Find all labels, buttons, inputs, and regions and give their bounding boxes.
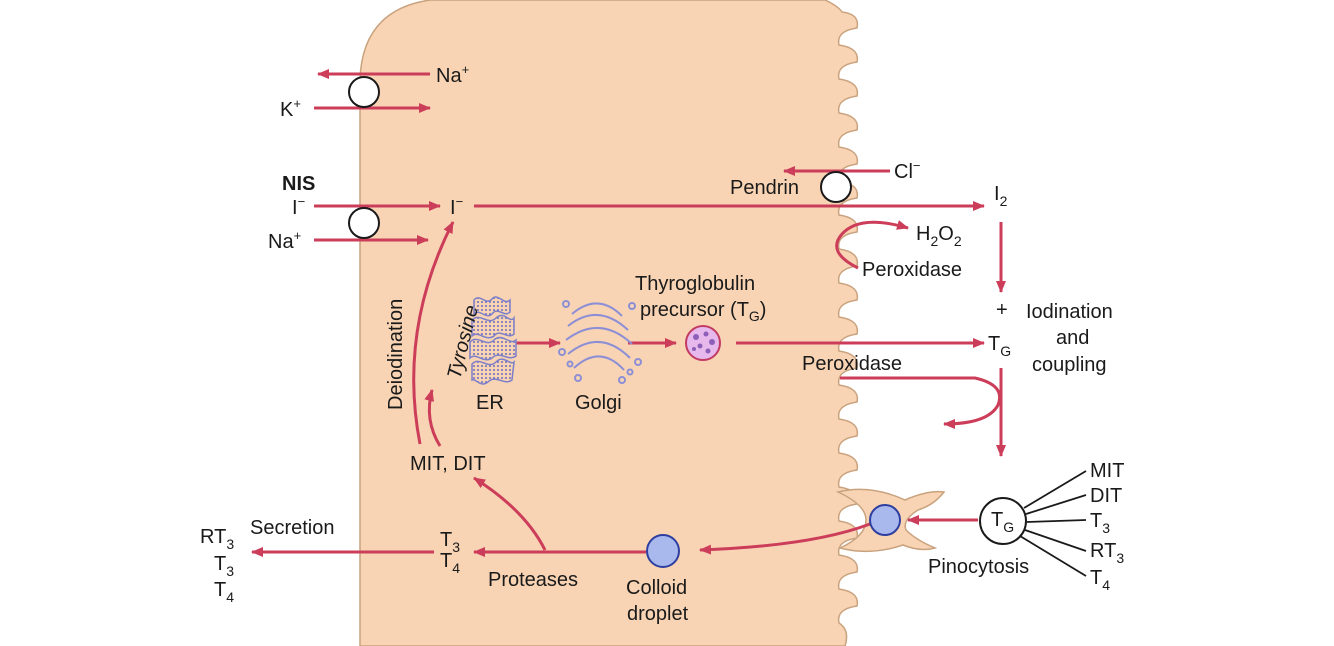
label-deiodination: Deiodination xyxy=(385,299,407,410)
label-h2o2: H2O2 xyxy=(916,223,962,249)
label-cl: Cl− xyxy=(894,158,920,183)
nis-transporter xyxy=(348,207,380,239)
label-t3-mid: T3 xyxy=(440,529,460,555)
label-i-inside: I− xyxy=(450,194,463,219)
label-rt3-out: RT3 xyxy=(200,526,234,552)
peroxidase-curve-arrow xyxy=(840,376,1002,429)
h2o2-curve-arrow xyxy=(835,220,909,270)
label-er: ER xyxy=(476,392,504,414)
label-tg-precursor-line2: precursor (TG) xyxy=(640,299,766,324)
label-plus: + xyxy=(996,299,1008,321)
label-mit: MIT xyxy=(1090,460,1124,482)
label-and: and xyxy=(1056,327,1089,349)
pendrin-transporter xyxy=(820,171,852,203)
label-dit: DIT xyxy=(1090,485,1122,507)
label-colloid: Colloid xyxy=(626,577,687,599)
label-rt3-right: RT3 xyxy=(1090,540,1124,566)
mit-dit-release-arrow xyxy=(473,476,547,551)
label-golgi: Golgi xyxy=(575,392,622,414)
tg-colloid-node xyxy=(979,470,1087,577)
golgi-icon xyxy=(558,300,642,384)
label-proteases: Proteases xyxy=(488,569,578,591)
follicular-cell xyxy=(359,0,859,646)
label-coupling: coupling xyxy=(1032,354,1107,376)
label-nis: NIS xyxy=(282,173,315,195)
label-i-left: I− xyxy=(292,194,305,219)
label-t3-out: T3 xyxy=(214,553,234,579)
label-k: K+ xyxy=(280,96,301,121)
label-tg-right: TG xyxy=(988,333,1011,359)
label-secretion: Secretion xyxy=(250,517,335,539)
label-pinocytosis: Pinocytosis xyxy=(928,556,1029,578)
label-na-top: Na+ xyxy=(436,62,469,87)
na-k-pump xyxy=(348,76,380,108)
thyroglobulin-granule xyxy=(685,325,721,361)
label-i2: I2 xyxy=(994,183,1008,209)
droplet-transport-arrow xyxy=(699,522,871,555)
label-pendrin: Pendrin xyxy=(730,177,799,199)
er-icon xyxy=(469,296,517,385)
label-mit-dit: MIT, DIT xyxy=(410,453,486,475)
label-tg-precursor-line1: Thyroglobulin xyxy=(635,273,755,295)
label-t3-right: T3 xyxy=(1090,510,1110,536)
tyrosine-arrow xyxy=(424,389,442,447)
label-t4-mid: T4 xyxy=(440,550,460,576)
label-t4-out: T4 xyxy=(214,579,234,605)
deiodination-arrow xyxy=(412,221,455,445)
label-na-mid: Na+ xyxy=(268,228,301,253)
label-tg-circle: TG xyxy=(991,509,1014,535)
label-iodination: Iodination xyxy=(1026,301,1113,323)
pinocytic-droplet xyxy=(869,504,901,536)
label-peroxidase-top: Peroxidase xyxy=(862,259,962,281)
label-peroxidase-mid: Peroxidase xyxy=(802,353,902,375)
label-t4-right: T4 xyxy=(1090,567,1110,593)
label-droplet: droplet xyxy=(627,603,689,625)
colloid-droplet xyxy=(646,534,680,568)
